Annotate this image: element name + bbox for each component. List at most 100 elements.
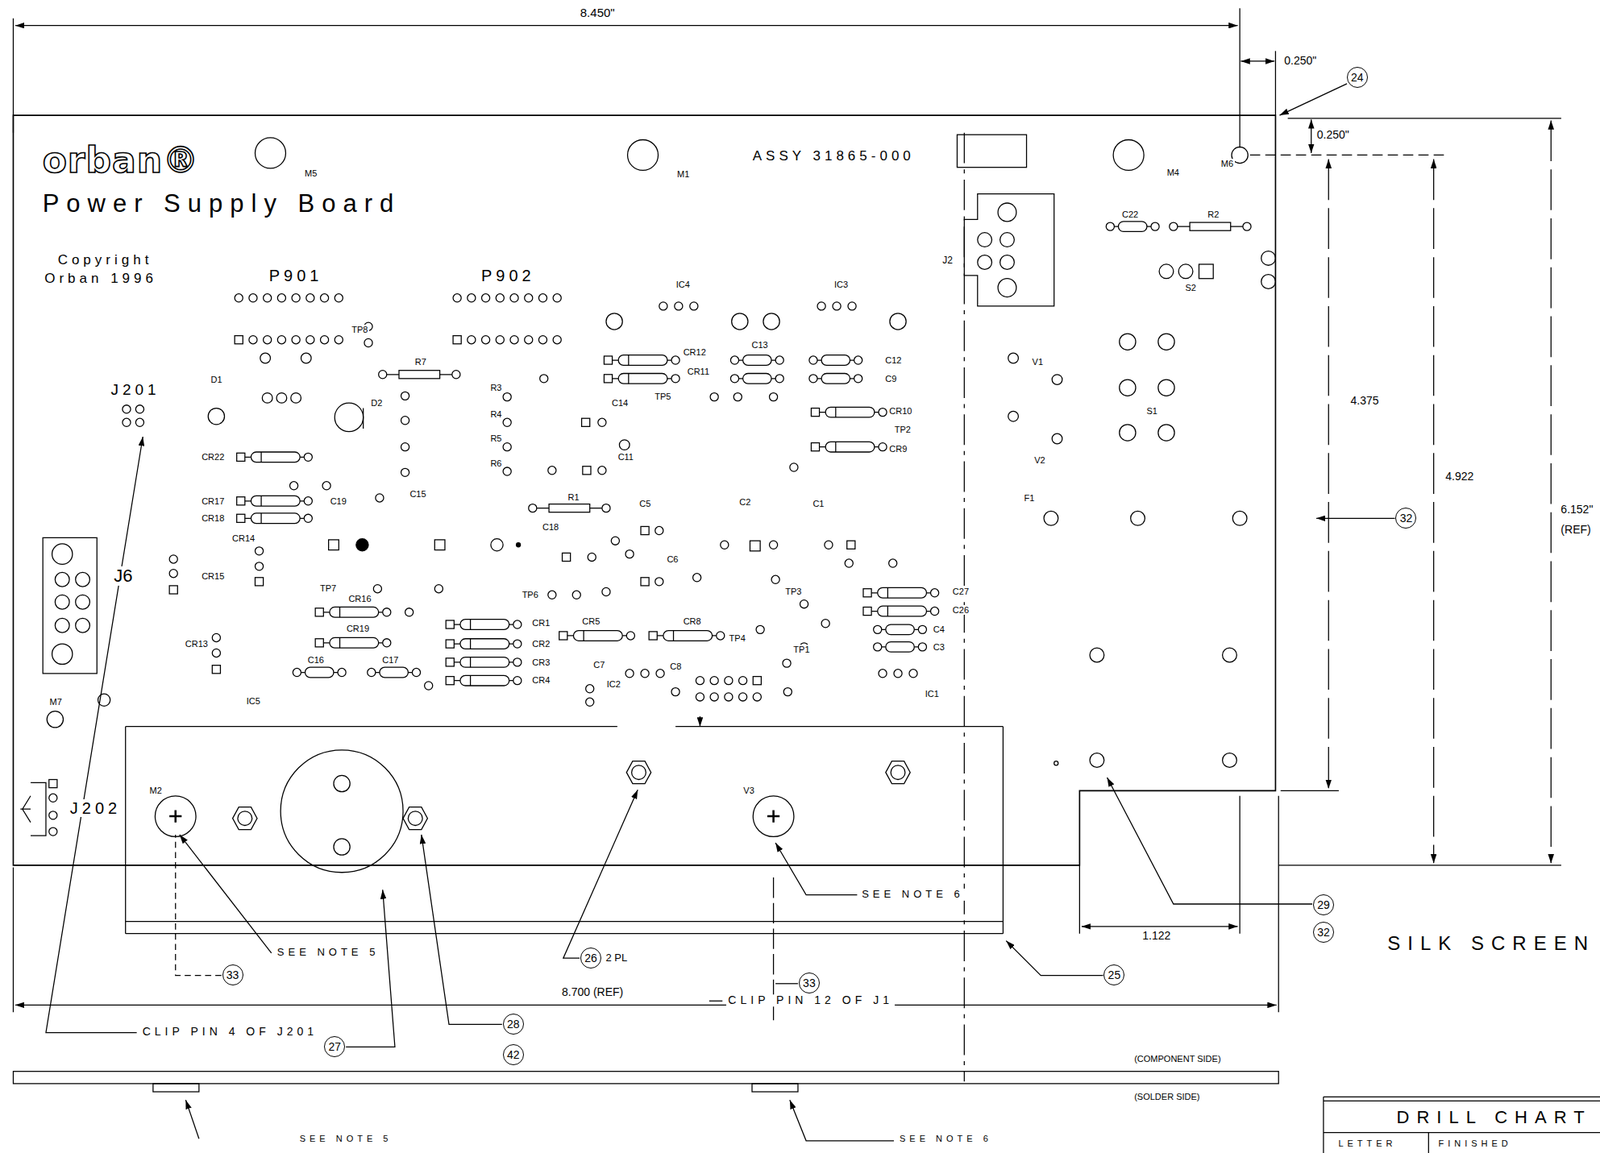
drawing-label: CR2 [530,639,552,649]
drawing-label: IC4 [674,279,692,290]
drawing-label: D2 [369,398,384,408]
drawing-label: Orban 1996 [42,270,159,287]
drawing-label: S2 [1183,282,1197,293]
drawing-label: C7 [591,660,607,670]
drawing-label: CR13 [183,639,210,649]
drawing-label: M2 [148,785,164,796]
drawing-label: M5 [303,168,319,179]
drawing-label: C27 [951,586,971,597]
drawing-label: R5 [488,433,503,444]
drawing-label: 8.700 (REF) [560,986,625,999]
callout-number: 29 [1313,894,1335,916]
drawing-label: CR3 [530,657,552,668]
drawing-label: CR18 [199,513,226,524]
drawing-label: C3 [931,642,947,653]
drawing-label: LETTER [1336,1138,1398,1149]
drawing-label: 6.152" [1558,503,1595,516]
drawing-label: CR15 [199,571,226,582]
callout-number: 26 [580,947,602,969]
callout-number: 33 [222,964,244,986]
drawing-label: (COMPONENT SIDE) [1132,1054,1222,1064]
callout-text: 33 [802,977,816,990]
drawing-label: CR5 [580,616,602,627]
callout-number: 42 [502,1044,524,1066]
callout-text: 27 [328,1041,341,1053]
callout-number: 32 [1395,507,1417,529]
drawing-label: 4.922 [1443,471,1476,484]
drawing-label: R7 [413,357,429,367]
drawing-label: C5 [637,498,653,509]
drawing-label: SEE NOTE 5 [298,1134,395,1144]
drawing-label: R1 [566,491,582,502]
drawing-label: R3 [488,382,503,393]
drawing-label: CR4 [530,675,552,686]
drawing-label: (REF) [1558,524,1592,537]
drawing-label: SEE NOTE 6 [897,1134,994,1144]
drawing-label: CR19 [344,623,371,634]
drawing-label: C14 [610,398,630,408]
drawing-label: M1 [675,169,691,179]
drawing-label: FINISHED [1436,1138,1513,1149]
drawing-label: C2 [737,497,753,508]
drawing-label: SEE NOTE 6 [860,889,966,901]
drawing-label: 0.250" [1282,54,1318,67]
drawing-label: TP4 [727,633,748,644]
drawing-label: C6 [664,554,680,565]
drawing-label: SILK SCREEN [1385,933,1597,955]
callout-text: 25 [1108,969,1122,981]
drawing-label: CR12 [681,347,708,358]
drawing-label: TP6 [520,590,541,600]
drawing-label: V2 [1032,455,1047,466]
drawing-label: C8 [668,661,683,672]
callout-text: 32 [1400,512,1413,524]
drawing-label: M6 [1219,158,1235,169]
drawing-label: C13 [749,340,769,350]
drawing-label: C9 [883,374,898,384]
callout-text: 32 [1317,926,1330,939]
drawing-label: CR8 [681,616,703,627]
callout-number: 27 [324,1036,345,1058]
drawing-label: J202 [68,799,123,818]
drawing-label: J6 [112,566,134,586]
drawing-label: C16 [306,655,326,665]
drawing-label: (SOLDER SIDE) [1132,1092,1202,1102]
drawing-label: M4 [1165,167,1181,178]
drawing-label: CR14 [230,533,257,544]
drawing-label: C1 [810,498,826,509]
drawing-label: CLIP PIN 12 OF J1 [726,994,895,1007]
drawing-label: CLIP PIN 4 OF J201 [141,1026,320,1039]
drawing-label: CR10 [887,406,914,416]
drawing-label: C12 [883,355,903,366]
callout-number: 28 [502,1014,524,1035]
drawing-label: ASSY 31865-000 [751,148,917,164]
drawing-label: C18 [540,522,561,532]
drawing-label: CR22 [199,452,226,462]
drawing-label: 4.375 [1349,394,1381,408]
callout-number: 25 [1103,964,1125,986]
drawing-label: C19 [328,496,349,507]
drawing-label: TP3 [783,586,803,597]
drawing-label: Power Supply Board [41,190,404,218]
drawing-label: M7 [47,697,63,707]
callout-number: 24 [1346,66,1368,88]
drawing-label: CR17 [199,496,226,507]
drawing-label: IC3 [832,279,850,290]
drawing-label: V1 [1030,357,1045,367]
drawing-label: Copyright [56,252,155,268]
drawing-label: J2 [940,255,955,266]
drawing-label: IC1 [923,689,941,699]
callout-number: 33 [798,972,820,994]
drawing-label: D1 [209,374,225,385]
drawing-label: TP2 [893,424,913,435]
drawing-label: CR9 [887,444,909,454]
drawing-label: P901 [267,266,325,285]
drawing-label: F1 [1022,493,1036,503]
drawing-label: C26 [951,605,971,616]
drawing-label: 0.250" [1315,129,1351,142]
callout-number: 32 [1313,922,1335,944]
drawing-label: TP5 [652,391,673,402]
drawing-label: R2 [1205,209,1221,220]
drawing-label: 1.122 [1140,930,1172,943]
drawing-label: V3 [741,785,756,796]
